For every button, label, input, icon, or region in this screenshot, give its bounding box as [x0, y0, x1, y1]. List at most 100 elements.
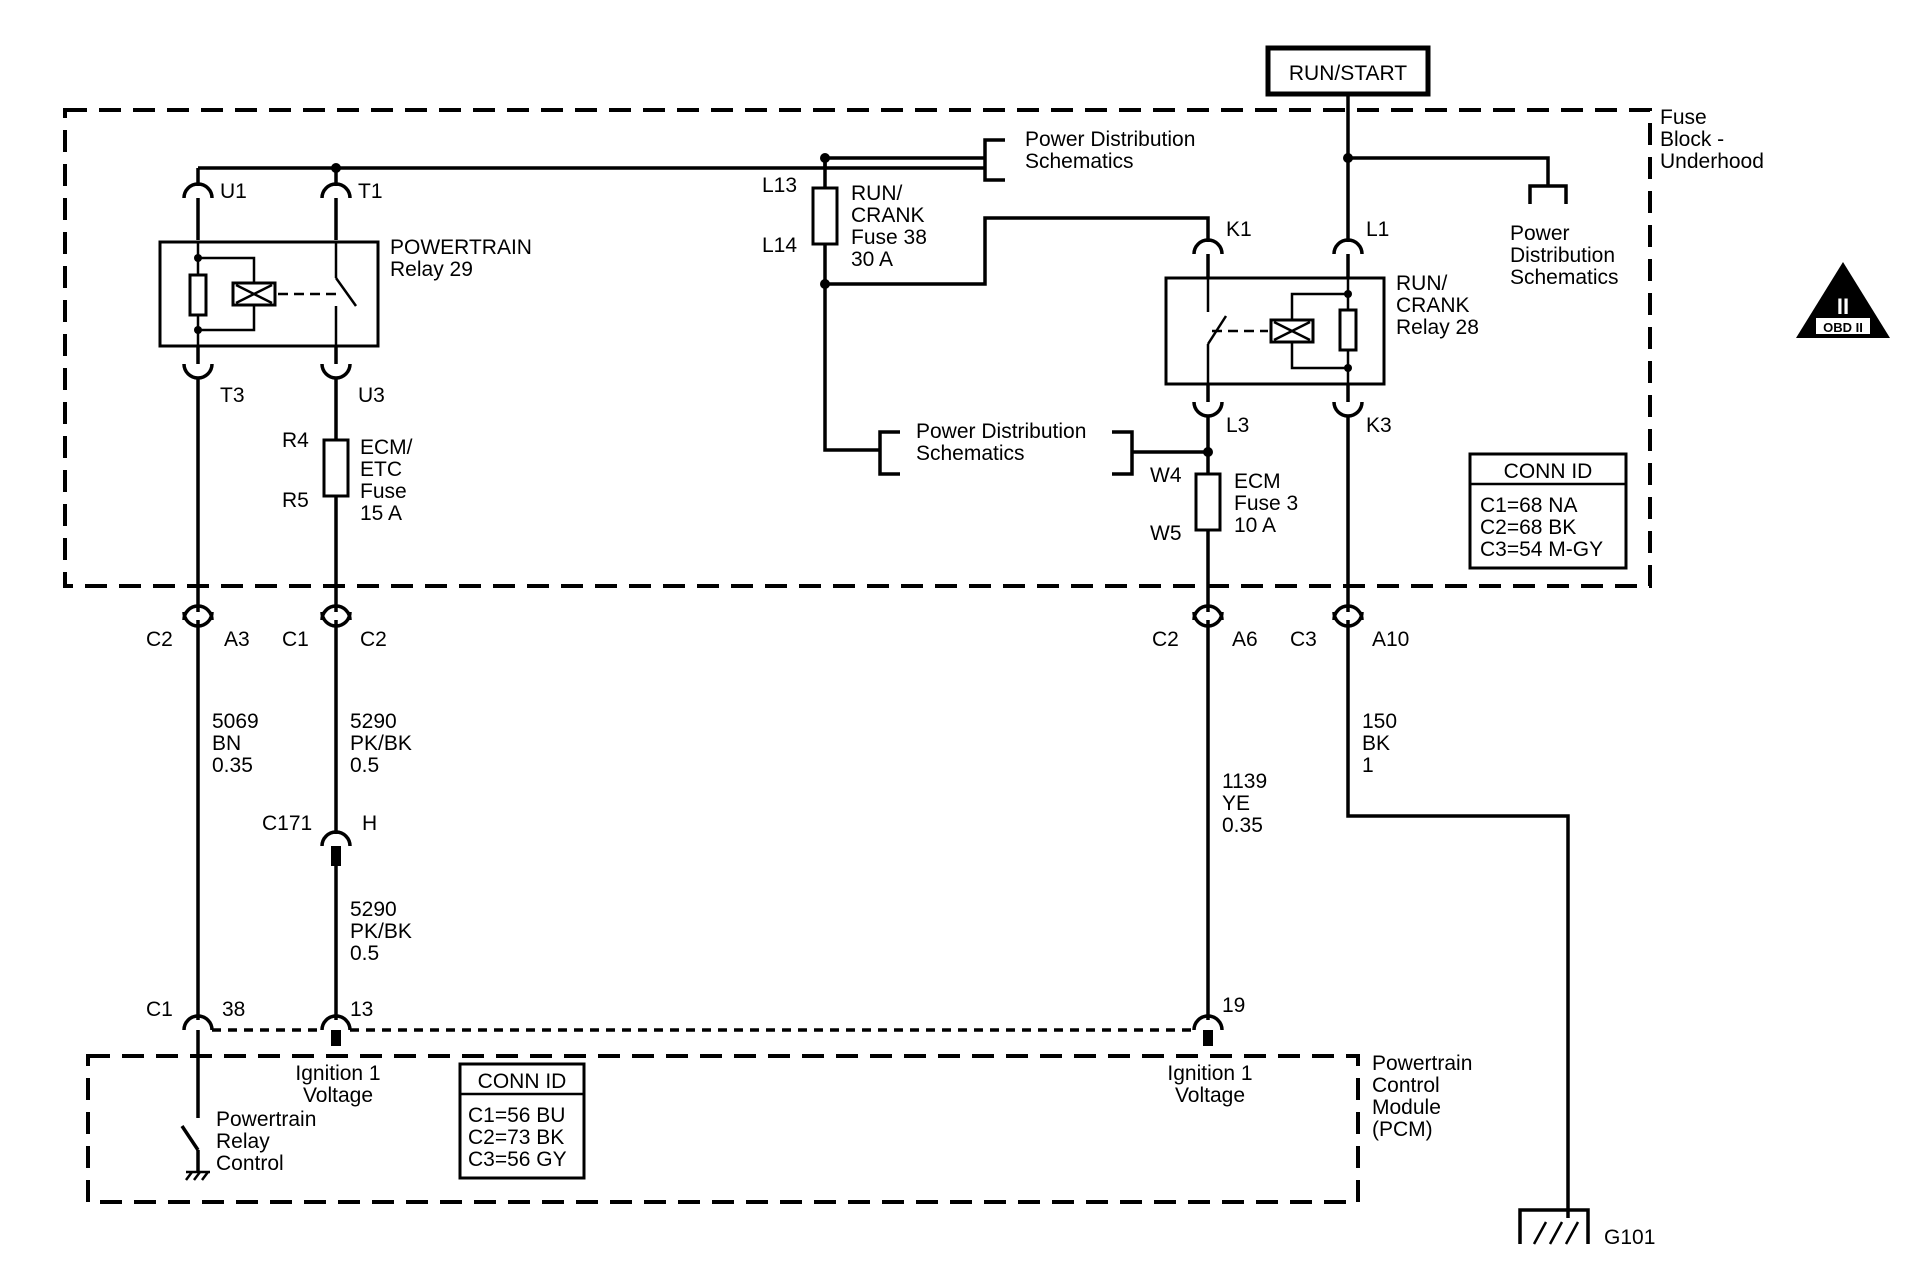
- fuse38-out-pin: L14: [762, 234, 797, 257]
- conn-id-title: CONN ID: [1504, 460, 1593, 483]
- svg-text:5069: 5069: [212, 710, 259, 733]
- svg-text:Ignition 1: Ignition 1: [1167, 1062, 1252, 1085]
- runcrank-relay-28: K1 L1 RUN/ CRANK Relay 28 L3 K3: [1164, 94, 1568, 437]
- svg-text:BK: BK: [1362, 732, 1390, 755]
- svg-text:Distribution: Distribution: [1510, 244, 1615, 267]
- pcm-boundary: [86, 1054, 1360, 1204]
- svg-text:C1: C1: [282, 628, 309, 651]
- svg-text:1: 1: [1362, 754, 1374, 777]
- fuse-ecm-3: W4 W5 ECM Fuse 3 10 A: [1150, 416, 1298, 600]
- svg-text:Module: Module: [1372, 1096, 1441, 1119]
- svg-text:R4: R4: [282, 429, 309, 452]
- svg-text:38: 38: [222, 998, 245, 1021]
- svg-text:ETC: ETC: [360, 458, 402, 481]
- svg-text:A6: A6: [1232, 628, 1258, 651]
- svg-text:ECM/: ECM/: [360, 436, 413, 459]
- svg-text:H: H: [362, 812, 377, 835]
- svg-text:(PCM): (PCM): [1372, 1118, 1433, 1141]
- svg-text:PK/BK: PK/BK: [350, 920, 412, 943]
- svg-text:5290: 5290: [350, 710, 397, 733]
- svg-text:C3=56 GY: C3=56 GY: [468, 1148, 567, 1171]
- relay29-pin-u1: U1: [220, 180, 247, 203]
- fuse-block-label: Fuse Block - Underhood: [1660, 106, 1764, 173]
- svg-text:C171: C171: [262, 812, 312, 835]
- obd-numeral: II: [1837, 294, 1849, 319]
- svg-text:Relay: Relay: [216, 1130, 270, 1153]
- wire-label-w1: 5069 BN 0.35: [212, 710, 259, 777]
- svg-text:30 A: 30 A: [851, 248, 893, 271]
- svg-text:1139: 1139: [1222, 770, 1267, 793]
- relay28-label-3: Relay 28: [1396, 316, 1479, 339]
- svg-text:0.5: 0.5: [350, 942, 379, 965]
- svg-text:ECM: ECM: [1234, 470, 1281, 493]
- relay29-label-1: POWERTRAIN: [390, 236, 532, 259]
- svg-text:15 A: 15 A: [360, 502, 402, 525]
- svg-text:R5: R5: [282, 489, 309, 512]
- svg-text:C3=54 M-GY: C3=54 M-GY: [1480, 538, 1603, 561]
- svg-text:BN: BN: [212, 732, 241, 755]
- wire-label-w2: 5290 PK/BK 0.5: [350, 710, 412, 777]
- svg-text:C2: C2: [146, 628, 173, 651]
- svg-text:Block -: Block -: [1660, 128, 1724, 151]
- svg-text:Schematics: Schematics: [1510, 266, 1619, 289]
- relay28-pin-k3: K3: [1366, 414, 1392, 437]
- inline-connector-c171: C171 H: [262, 812, 377, 866]
- svg-text:W4: W4: [1150, 464, 1182, 487]
- svg-text:Voltage: Voltage: [1175, 1084, 1245, 1107]
- svg-text:YE: YE: [1222, 792, 1250, 815]
- svg-text:Control: Control: [1372, 1074, 1440, 1097]
- relay29-pin-t1: T1: [358, 180, 383, 203]
- relay28-label-1: RUN/: [1396, 272, 1447, 295]
- svg-text:Voltage: Voltage: [303, 1084, 373, 1107]
- svg-text:C2: C2: [1152, 628, 1179, 651]
- svg-text:C1=56 BU: C1=56 BU: [468, 1104, 565, 1127]
- svg-text:Power Distribution: Power Distribution: [916, 420, 1086, 443]
- svg-text:CONN ID: CONN ID: [478, 1070, 567, 1093]
- pds-right-label: Power Distribution Schematics: [1510, 222, 1619, 289]
- relay28-pin-l1: L1: [1366, 218, 1389, 241]
- svg-text:Fuse 3: Fuse 3: [1234, 492, 1298, 515]
- harness-wires: [196, 620, 1570, 1218]
- svg-text:0.5: 0.5: [350, 754, 379, 777]
- relay29-pin-u3: U3: [358, 384, 385, 407]
- fuse-block-boundary: [63, 108, 1652, 588]
- pds-mid-label: Power Distribution Schematics: [916, 420, 1086, 465]
- fuse-ecm-etc: R4 R5 ECM/ ETC Fuse 15 A: [282, 378, 413, 600]
- svg-text:A3: A3: [224, 628, 250, 651]
- wire-label-w3: 1139 YE 0.35: [1222, 770, 1267, 837]
- svg-text:19: 19: [1222, 994, 1245, 1017]
- svg-text:Powertrain: Powertrain: [1372, 1052, 1472, 1075]
- ground-icon: G101: [1518, 1208, 1655, 1249]
- powertrain-relay-29: U1 T1 POWERTRAIN Relay 29 T3 U3: [158, 180, 532, 407]
- fuse-38: L13 L14 RUN/ CRANK Fuse 38 30 A: [762, 174, 927, 289]
- svg-text:0.35: 0.35: [1222, 814, 1263, 837]
- svg-text:Power: Power: [1510, 222, 1570, 245]
- svg-text:Fuse: Fuse: [1660, 106, 1707, 129]
- svg-text:Control: Control: [216, 1152, 284, 1175]
- svg-text:C2=73 BK: C2=73 BK: [468, 1126, 564, 1149]
- svg-text:Underhood: Underhood: [1660, 150, 1764, 173]
- relay28-pin-k1: K1: [1226, 218, 1252, 241]
- svg-text:CRANK: CRANK: [851, 204, 925, 227]
- pcm-internal: Powertrain Relay Control Ignition 1 Volt…: [180, 1062, 1253, 1181]
- conn-id-fuse-block: CONN ID C1=68 NA C2=68 BK C3=54 M-GY: [1468, 452, 1628, 570]
- run-start-label: RUN/START: [1289, 62, 1407, 85]
- svg-text:Powertrain: Powertrain: [216, 1108, 316, 1131]
- svg-text:C1=68 NA: C1=68 NA: [1480, 494, 1577, 517]
- run-start-source: RUN/START: [1265, 45, 1431, 97]
- wire-label-w2b: 5290 PK/BK 0.5: [350, 898, 412, 965]
- svg-text:Ignition 1: Ignition 1: [295, 1062, 380, 1085]
- relay28-pin-l3: L3: [1226, 414, 1249, 437]
- fuse38-in-pin: L13: [762, 174, 797, 197]
- pds-top-bracket: Power Distribution Schematics: [825, 128, 1195, 182]
- fuse38-output-wiring: [823, 216, 1210, 476]
- obd-label: OBD II: [1823, 320, 1863, 335]
- pcm-name-label: Powertrain Control Module (PCM): [1372, 1052, 1472, 1141]
- svg-text:5290: 5290: [350, 898, 397, 921]
- conn-id-pcm: CONN ID C1=56 BU C2=73 BK C3=56 GY: [458, 1062, 586, 1180]
- svg-text:150: 150: [1362, 710, 1397, 733]
- svg-text:C2: C2: [360, 628, 387, 651]
- fuse-block-connectors: C2 A3 C1 C2 C2 A6 C3 A10: [146, 600, 1409, 651]
- pds-top-label-1: Power Distribution: [1025, 128, 1195, 151]
- svg-text:W5: W5: [1150, 522, 1182, 545]
